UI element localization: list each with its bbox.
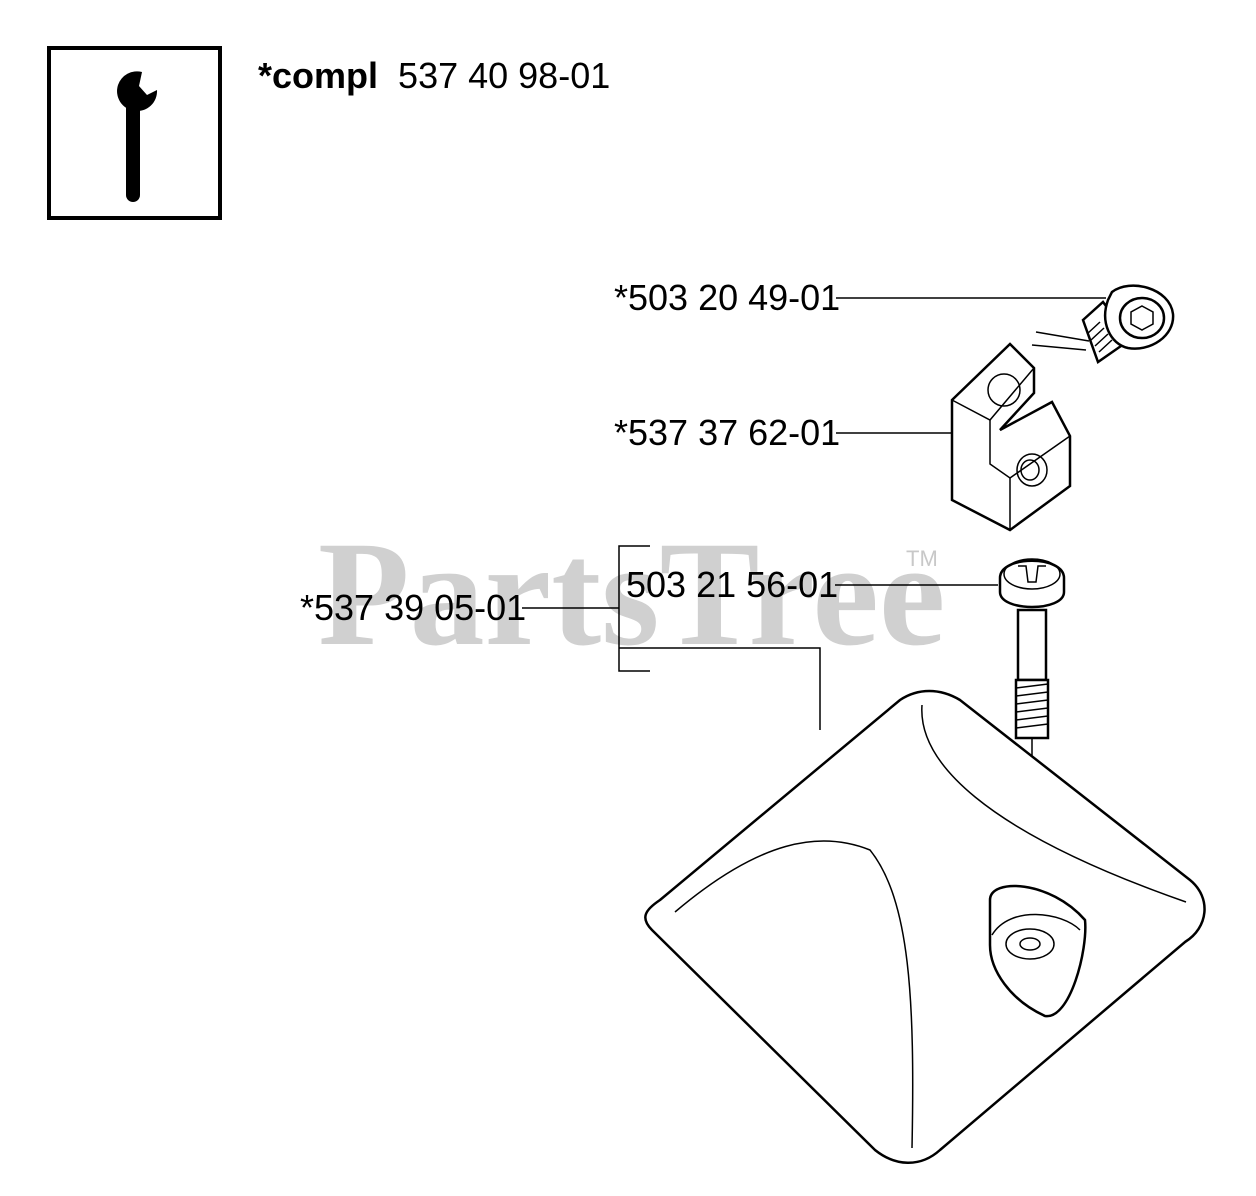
watermark-text: PartsTree (318, 511, 945, 677)
bracket-block (950, 342, 1072, 532)
kit-number: 537 40 98-01 (398, 55, 610, 96)
top-screw (1031, 284, 1175, 364)
watermark: PartsTree TM (318, 511, 945, 677)
part-label-bracket: *537 37 62-01 (614, 412, 840, 453)
part-label-handle-assembly: *537 39 05-01 (300, 587, 526, 628)
part-label-screw-top: *503 20 49-01 (614, 277, 840, 318)
part-label-screw-handle: 503 21 56-01 (626, 564, 838, 605)
kit-prefix: *compl (258, 55, 378, 96)
handle-knob (644, 689, 1206, 1164)
wrench-icon (117, 71, 158, 202)
kit-label: *compl 537 40 98-01 (258, 55, 610, 96)
watermark-trademark: TM (906, 546, 938, 571)
kit-icon-box (47, 46, 222, 220)
handle-screw (998, 558, 1066, 930)
leader-lines (522, 297, 1106, 730)
